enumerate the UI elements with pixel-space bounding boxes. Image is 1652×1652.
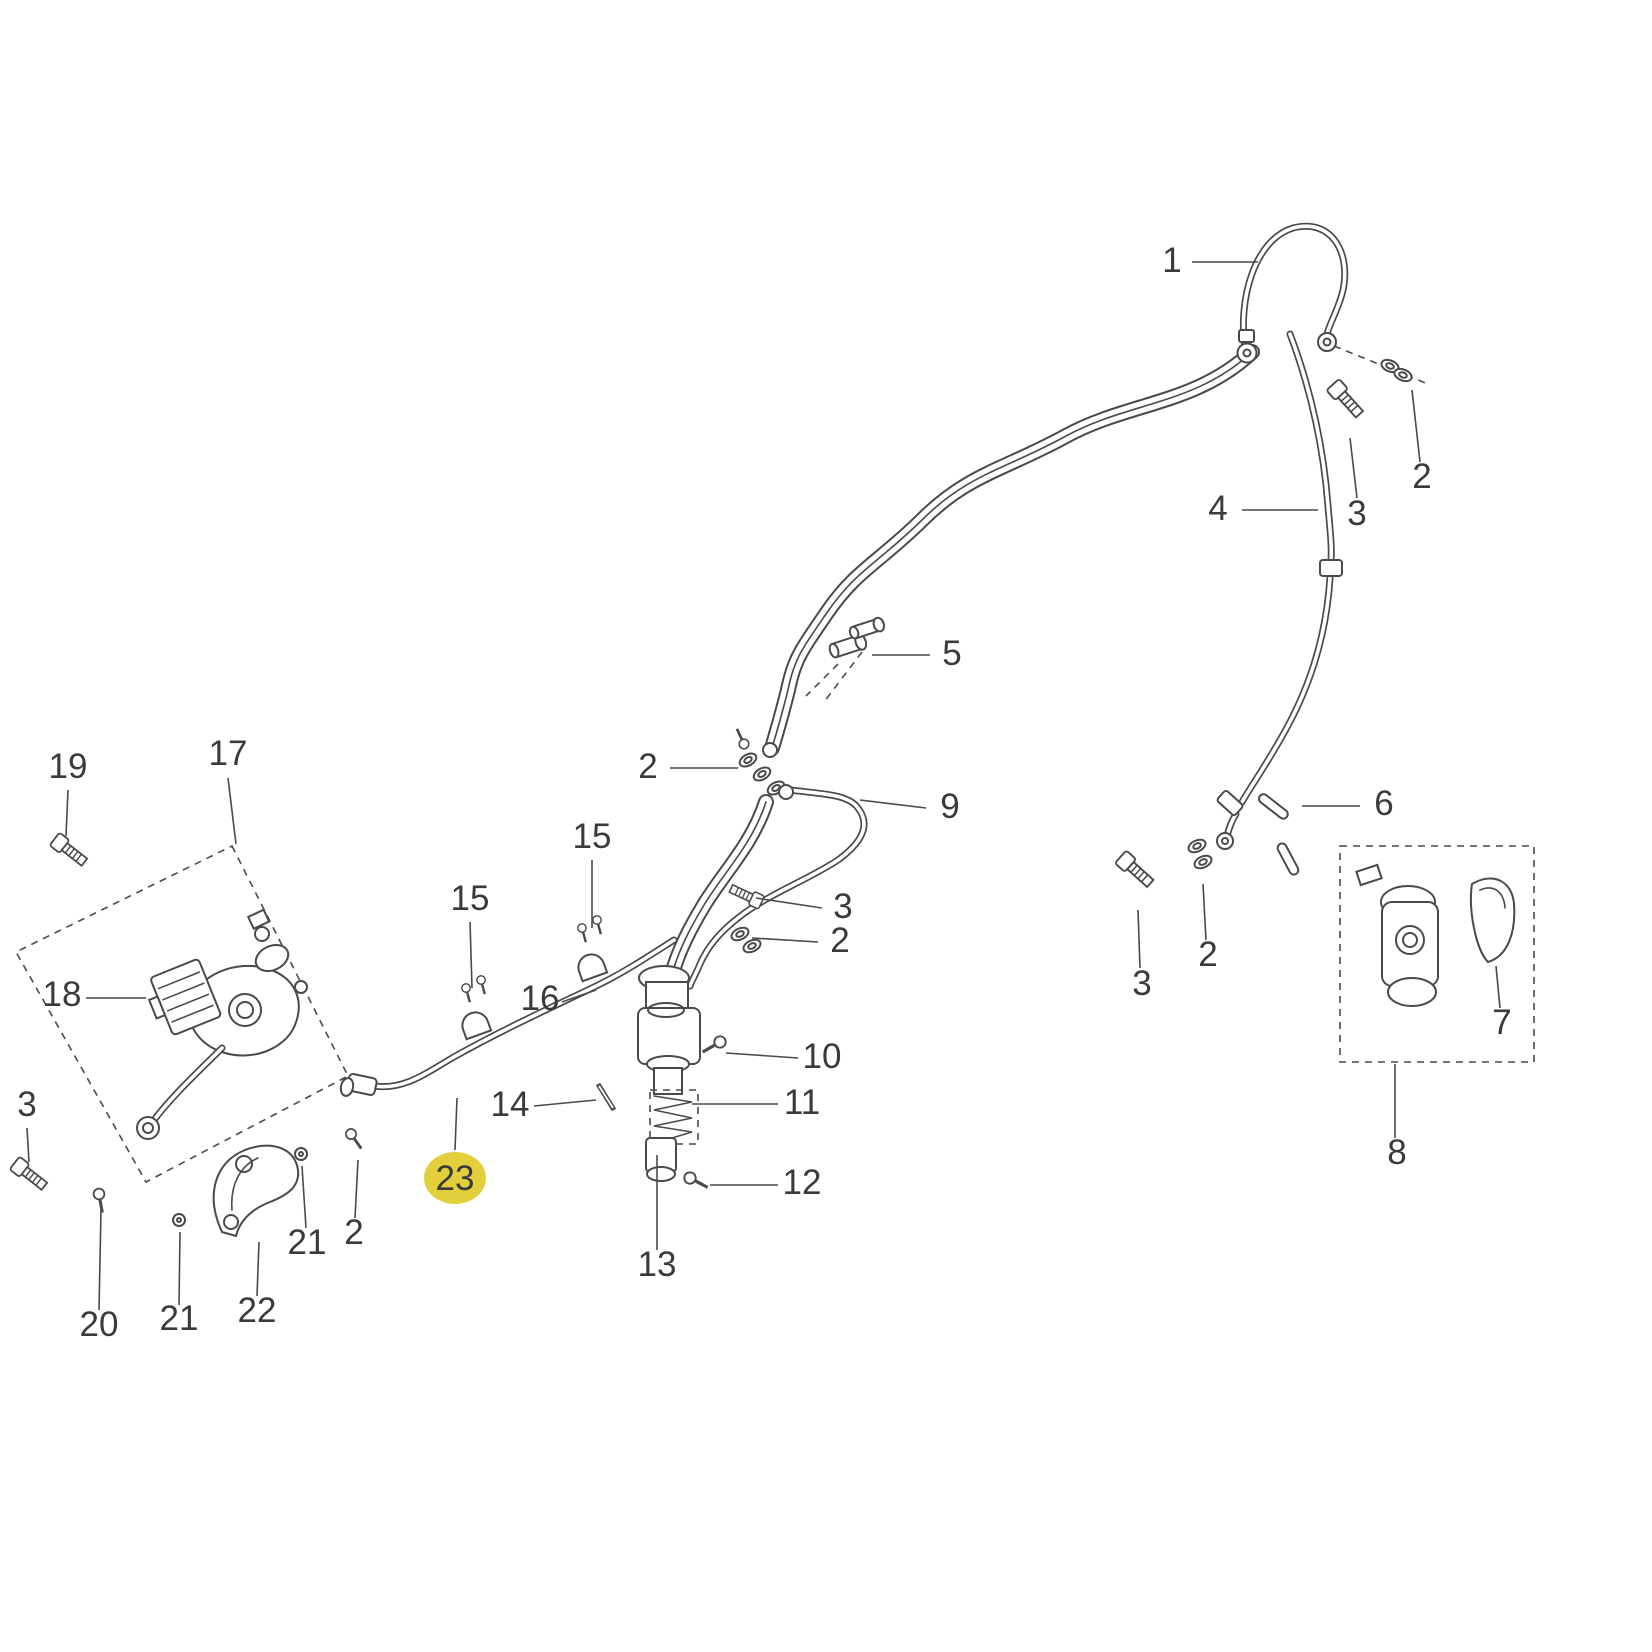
callout-2-top-right: 2 [1411,389,1432,496]
callout-23-highlighted: 23 [424,1097,486,1204]
callout-label[interactable]: 2 [638,747,657,786]
part-20-screw [91,1186,110,1216]
hose-clamp-left [459,973,493,1041]
callout-label[interactable]: 14 [491,1085,530,1124]
callout-label[interactable]: 2 [1412,457,1431,496]
callout-21-right: 21 [288,1165,327,1262]
callout-12: 12 [710,1163,821,1202]
callout-10: 10 [725,1037,842,1076]
callout-label[interactable]: 3 [1347,494,1366,533]
callout-9: 9 [859,787,960,826]
callout-3-bottom-left: 3 [17,1085,37,1163]
callout-label[interactable]: 21 [288,1223,327,1262]
front-brake-hose-bundle [764,344,1260,756]
callout-2-center-2: 2 [751,921,850,960]
callout-label[interactable]: 15 [451,879,490,918]
callout-label[interactable]: 13 [638,1245,677,1284]
part-6-pin-a [1256,791,1291,822]
callout-label[interactable]: 17 [209,734,248,773]
callout-19: 19 [49,747,88,837]
callout-label[interactable]: 2 [1198,935,1217,974]
callout-4: 4 [1208,489,1318,528]
callout-label-highlighted[interactable]: 23 [436,1159,475,1198]
rear-caliper-assembly [1355,863,1439,1007]
callout-label[interactable]: 20 [80,1305,119,1344]
banjo-bolt-attachment-top-right [1325,345,1429,421]
callout-label[interactable]: 2 [830,921,849,960]
callout-label[interactable]: 12 [783,1163,822,1202]
callout-label[interactable]: 11 [784,1083,820,1122]
callout-23-highlight [424,1152,486,1204]
part-5-fittings [805,616,886,703]
callout-label[interactable]: 1 [1162,241,1181,280]
callout-2-center: 2 [638,747,738,786]
callout-2-right: 2 [1198,883,1218,974]
callout-label[interactable]: 3 [833,887,852,926]
callout-20: 20 [80,1209,119,1344]
part-12-bolt [680,1168,712,1195]
part-18-pad [147,958,222,1036]
callout-8: 8 [1387,1064,1407,1172]
part-3-bolt-right [1113,849,1157,891]
left-caliper-assembly-box [14,844,350,1184]
callout-14: 14 [491,1085,597,1124]
master-cylinder-assembly [595,965,730,1195]
hose-1-loop [1236,222,1349,364]
part-19-bolt [48,831,91,870]
callout-7: 7 [1492,965,1512,1042]
callout-label[interactable]: 18 [43,975,82,1014]
hose-9 [686,786,868,990]
callout-label[interactable]: 21 [160,1299,199,1338]
callout-label[interactable]: 7 [1492,1003,1511,1042]
part-2-washers-right [1185,836,1215,872]
callout-label[interactable]: 6 [1374,784,1393,823]
callout-2-bottom: 2 [344,1159,364,1252]
callout-label[interactable]: 22 [238,1291,277,1330]
callout-3-top-right: 3 [1347,437,1367,533]
part-10-screw [698,1032,730,1059]
part-6-pin-b [1275,840,1301,878]
callout-22: 22 [238,1241,277,1330]
hose-to-master-cylinder [663,794,774,986]
callout-15-right: 15 [573,817,612,928]
callout-3-right: 3 [1132,909,1152,1003]
hose-23-highlighted-part [339,936,678,1097]
callout-label[interactable]: 15 [573,817,612,856]
callouts: 1 2 3 4 5 2 9 6 19 17 15 15 3 2 16 18 10… [17,241,1511,1344]
rear-caliper-box [1339,845,1535,1063]
callout-3-center: 3 [755,887,853,926]
callout-21-left: 21 [160,1231,199,1338]
part-2-screw-bottom [342,1125,367,1153]
callout-label[interactable]: 5 [942,634,961,673]
callout-label[interactable]: 16 [521,979,560,1018]
hose-clamp-16-right [575,913,609,983]
part-22-bracket [212,1144,300,1238]
callout-16: 16 [521,979,597,1018]
callout-label[interactable]: 3 [1132,964,1151,1003]
left-caliper-assembly [136,908,308,1140]
callout-11: 11 [692,1083,820,1122]
callout-5: 5 [872,634,962,673]
hose-4 [1216,330,1343,850]
part-2-washers-center [728,924,764,956]
callout-18: 18 [43,975,146,1014]
callout-1: 1 [1162,241,1258,280]
callout-6: 6 [1302,784,1394,823]
callout-label[interactable]: 19 [49,747,88,786]
callout-label[interactable]: 10 [803,1037,842,1076]
part-21-clip-left [172,1213,186,1227]
callout-15-left: 15 [451,879,490,989]
callout-label[interactable]: 2 [344,1213,363,1252]
part-21-clip-right [294,1147,308,1161]
part-3-banjo-bolt-center [727,881,766,911]
part-2-center-cluster [731,725,794,800]
callout-label[interactable]: 9 [940,787,959,826]
callout-label[interactable]: 3 [17,1085,36,1124]
callout-17: 17 [209,734,248,845]
callout-label[interactable]: 4 [1208,489,1227,528]
callout-13: 13 [638,1155,677,1284]
part-7-pad [1469,877,1516,964]
callout-label[interactable]: 8 [1387,1133,1406,1172]
